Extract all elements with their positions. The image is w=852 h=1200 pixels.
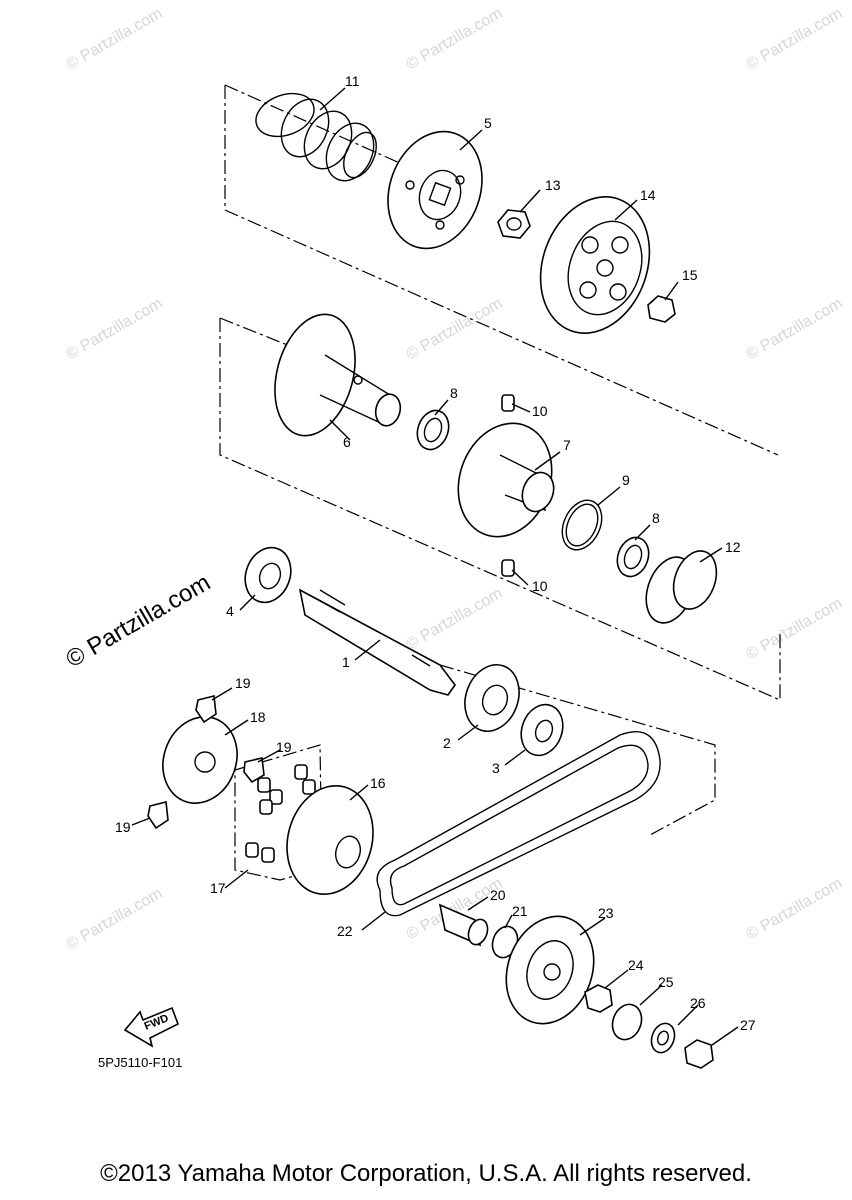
part-o-ring-9-inner [565, 503, 599, 547]
callout-14: 14 [640, 187, 656, 203]
callout-4: 4 [226, 603, 234, 619]
copyright-notice: ©2013 Yamaha Motor Corporation, U.S.A. A… [100, 1160, 752, 1187]
watermark: © Partzilla.com [744, 875, 846, 944]
part-nut-13-hole [506, 217, 522, 231]
part-slider-19-top [195, 695, 217, 724]
callout-8-lower: 8 [652, 510, 660, 526]
part-pin-10-upper [501, 394, 515, 412]
callout-9: 9 [622, 472, 630, 488]
watermark-large: © Partzilla.com [62, 569, 216, 673]
callout-17: 17 [210, 880, 226, 896]
part-washer-26 [650, 1022, 676, 1054]
callout-21: 21 [512, 903, 528, 919]
callout-23: 23 [598, 905, 614, 921]
callout-22: 22 [337, 923, 353, 939]
sheave-group-box [219, 318, 781, 701]
part-o-ring-9 [561, 499, 603, 551]
part-clutch-housing [539, 196, 651, 334]
callout-10-lower: 10 [532, 578, 548, 594]
callout-24: 24 [628, 957, 644, 973]
watermark: © Partzilla.com [744, 595, 846, 664]
callout-19-mid: 19 [276, 739, 292, 755]
callout-7: 7 [563, 437, 571, 453]
sheave-group-box-top [219, 317, 301, 351]
watermark: © Partzilla.com [64, 5, 166, 74]
part-fan-sheave [505, 915, 595, 1025]
clutch-group-box-top [224, 84, 461, 191]
part-pin-10-lower [501, 559, 515, 577]
part-seal-3-inner [534, 719, 554, 743]
clutch-group-box [224, 85, 779, 456]
part-bearing-2-inner [481, 684, 509, 716]
watermark: © Partzilla.com [744, 295, 846, 364]
part-clutch-carrier [387, 130, 483, 250]
part-bearing-4-inner [258, 562, 282, 590]
part-slider-19-left [147, 801, 169, 830]
callout-20: 20 [490, 887, 506, 903]
callout-26: 26 [690, 995, 706, 1011]
part-bearing-4 [244, 546, 292, 604]
callouts: 11 5 13 14 15 8 10 7 9 8 12 10 6 4 1 2 3… [115, 73, 756, 1033]
part-seal-8-upper [416, 409, 450, 451]
callout-27: 27 [740, 1017, 756, 1033]
callout-16: 16 [370, 775, 386, 791]
callout-11: 11 [345, 73, 360, 89]
part-secondary-sheave [274, 313, 402, 437]
part-guide-cover [645, 550, 718, 624]
part-springs [255, 92, 377, 182]
callout-19-left: 19 [115, 819, 131, 835]
watermark: © Partzilla.com [64, 885, 166, 954]
diagram-code: 5PJ5110-F101 [98, 1055, 182, 1070]
callout-19-top: 19 [235, 675, 251, 691]
callout-15: 15 [682, 267, 698, 283]
watermark: © Partzilla.com [404, 585, 506, 654]
callout-13: 13 [545, 177, 561, 193]
part-washer-25 [611, 1003, 643, 1041]
part-sliding-sheave [457, 422, 555, 538]
callout-5: 5 [484, 115, 492, 131]
fwd-arrow-icon: FWD [123, 1006, 180, 1048]
watermark: © Partzilla.com [744, 5, 846, 74]
callout-1: 1 [342, 654, 350, 670]
watermark: © Partzilla.com [404, 5, 506, 74]
part-plate-24 [584, 984, 613, 1013]
watermark: © Partzilla.com [404, 295, 506, 364]
part-bearing-2 [464, 664, 520, 732]
callout-18: 18 [250, 709, 266, 725]
part-cam [162, 716, 238, 804]
callout-8-upper: 8 [450, 385, 458, 401]
part-v-belt [376, 731, 661, 917]
part-primary-sheave [286, 784, 374, 896]
watermark: © Partzilla.com [64, 295, 166, 364]
callout-6: 6 [343, 434, 351, 450]
leader-lines [131, 87, 739, 1046]
part-nut-27 [684, 1039, 714, 1069]
part-seal-8-lower [616, 536, 650, 578]
callout-2: 2 [443, 735, 451, 751]
part-weights [245, 764, 316, 863]
part-seal-3 [520, 703, 564, 757]
part-nut-13 [497, 209, 531, 239]
callout-10-upper: 10 [532, 403, 548, 419]
belt-group-box [439, 664, 716, 836]
callout-25: 25 [658, 974, 674, 990]
callout-3: 3 [492, 760, 500, 776]
callout-12: 12 [725, 539, 741, 555]
part-washer-26-inner [657, 1030, 669, 1046]
part-seal-8-lower-inner [623, 544, 643, 570]
part-collar-20-end [467, 918, 489, 946]
part-nut-15 [647, 295, 676, 323]
part-seal-8-upper-inner [423, 417, 443, 443]
